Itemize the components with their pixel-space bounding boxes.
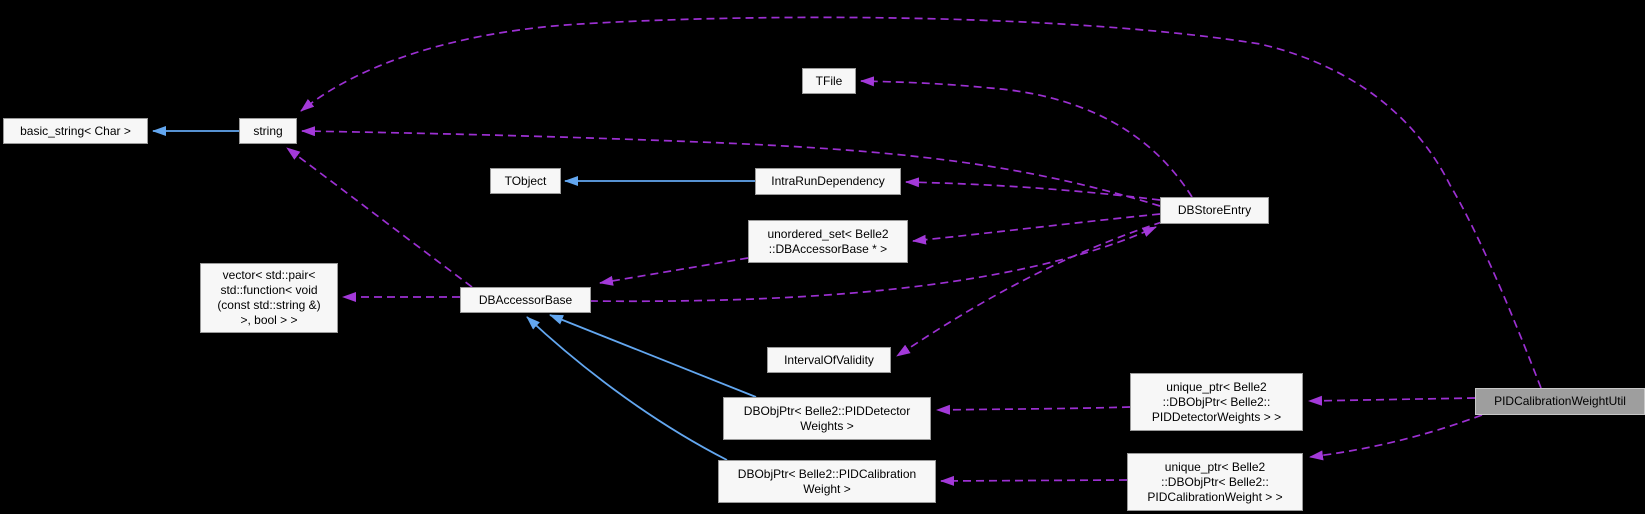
- edge-main-to-uniqueptr-calibration: [1309, 414, 1483, 461]
- node-tfile[interactable]: TFile: [802, 68, 856, 94]
- edge-dbaccessorbase-to-dbstoreentry: [589, 226, 1157, 303]
- node-intervalofvalidity[interactable]: IntervalOfValidity: [767, 347, 891, 373]
- edge-dbstoreentry-to-unordered-set: [912, 213, 1161, 245]
- edge-dbobjptr-calibration-to-dbaccessorbase: [526, 316, 728, 461]
- node-unordered-set[interactable]: unordered_set< Belle2 ::DBAccessorBase *…: [748, 220, 908, 263]
- edge-dbstoreentry-to-string: [301, 126, 1161, 207]
- node-intrarundependency[interactable]: IntraRunDependency: [755, 168, 901, 195]
- node-uniqueptr-piddetectorweights[interactable]: unique_ptr< Belle2 ::DBObjPtr< Belle2:: …: [1130, 373, 1303, 431]
- node-dbobjptr-piddetectorweights[interactable]: DBObjPtr< Belle2::PIDDetector Weights >: [723, 397, 931, 440]
- node-pidcalibrationweightutil-main: PIDCalibrationWeightUtil: [1475, 388, 1645, 415]
- node-dbstoreentry[interactable]: DBStoreEntry: [1160, 197, 1269, 224]
- edge-uniqueptr-detector-to-dbobjptr-detector: [936, 404, 1131, 415]
- node-basic-string[interactable]: basic_string< Char >: [3, 118, 148, 144]
- edge-main-to-uniqueptr-detector: [1308, 395, 1476, 406]
- node-uniqueptr-pidcalibrationweight[interactable]: unique_ptr< Belle2 ::DBObjPtr< Belle2:: …: [1127, 453, 1303, 511]
- edge-dbstoreentry-to-intrarundependency: [905, 177, 1161, 201]
- edge-uniqueptr-calibration-to-dbobjptr-calibration: [940, 475, 1128, 486]
- node-tobject[interactable]: TObject: [490, 168, 561, 194]
- node-dbobjptr-pidcalibrationweight[interactable]: DBObjPtr< Belle2::PIDCalibration Weight …: [718, 460, 936, 503]
- edge-main-to-string: [300, 16, 1542, 389]
- edge-dbstoreentry-to-tfile: [860, 76, 1193, 198]
- node-string[interactable]: string: [239, 118, 297, 144]
- node-vector-pair-function[interactable]: vector< std::pair< std::function< void (…: [200, 263, 338, 333]
- edge-unordered-set-to-dbaccessorbase: [599, 257, 749, 286]
- edge-dbobjptr-detector-to-dbaccessorbase: [549, 314, 757, 398]
- node-dbaccessorbase[interactable]: DBAccessorBase: [460, 287, 591, 313]
- edge-dbstoreentry-to-intervalofvalidity: [896, 221, 1163, 357]
